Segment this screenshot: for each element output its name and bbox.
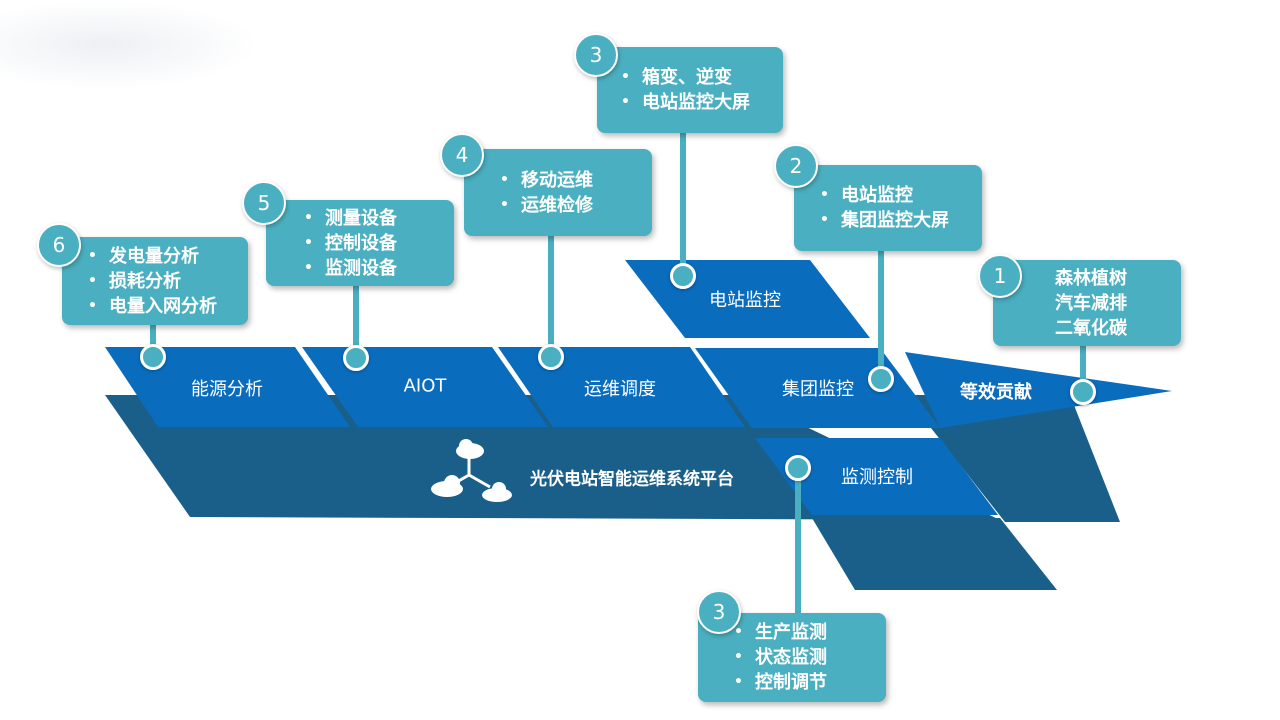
callout-4-item-1: 移动运维 xyxy=(520,169,593,191)
callout-1: 森林植树 汽车减排 二氧化碳 xyxy=(993,260,1181,346)
callout-6-item-2: 损耗分析 xyxy=(108,270,181,292)
callout-6-item-1: 发电量分析 xyxy=(108,245,199,267)
callout-3-bottom-item-2: 状态监测 xyxy=(754,647,827,668)
callout-2-item-1: 电站监控 xyxy=(840,185,913,206)
callout-3-bottom: •生产监测 •状态监测 •控制调节 xyxy=(698,613,886,702)
stage-label-monitor-control: 监测控制 xyxy=(841,467,913,488)
callout-1-item-2: 汽车减排 xyxy=(1055,292,1127,314)
stage-shape-energy-analysis xyxy=(105,347,350,427)
connector-node-2 xyxy=(868,366,894,392)
callout-5-number: 5 xyxy=(242,181,286,225)
callout-3-top: •箱变、逆变 •电站监控大屏 xyxy=(597,47,783,133)
callout-3-bottom-item-1: 生产监测 xyxy=(754,622,827,643)
stem-3-bottom xyxy=(795,466,801,616)
callout-2: •电站监控 •集团监控大屏 xyxy=(794,165,982,251)
stage-label-group-monitor: 集团监控 xyxy=(782,379,854,400)
callout-2-number: 2 xyxy=(774,144,818,188)
callout-4: •移动运维 •运维检修 xyxy=(464,149,652,236)
corner-glow xyxy=(0,0,260,90)
callout-6-item-3: 电量入网分析 xyxy=(108,295,217,317)
connector-node-1 xyxy=(1070,379,1096,405)
stem-5 xyxy=(353,283,359,353)
stage-shape-monitor-control xyxy=(755,438,998,515)
stage-label-energy-analysis: 能源分析 xyxy=(191,379,263,400)
arrow-shadow xyxy=(905,395,1120,522)
connector-node-6 xyxy=(140,344,166,370)
callout-3-bottom-number: 3 xyxy=(697,590,741,634)
callout-5: •测量设备 •控制设备 •监测设备 xyxy=(266,200,454,286)
stem-4 xyxy=(548,234,554,352)
stage-label-aiot: AIOT xyxy=(403,375,447,397)
connector-node-3-top xyxy=(670,263,696,289)
cloud-network-icon xyxy=(431,439,512,502)
stem-3-top xyxy=(680,132,686,274)
callout-5-item-3: 监测设备 xyxy=(324,257,397,279)
callout-4-item-2: 运维检修 xyxy=(520,194,593,216)
connector-node-4 xyxy=(538,344,564,370)
stem-1 xyxy=(1080,343,1086,391)
stem-6 xyxy=(150,322,156,352)
callout-6-number: 6 xyxy=(37,223,81,267)
callout-1-item-1: 森林植树 xyxy=(1055,267,1127,289)
callout-3-top-item-2: 电站监控大屏 xyxy=(641,92,750,113)
callout-3-top-number: 3 xyxy=(574,33,618,77)
callout-3-bottom-item-3: 控制调节 xyxy=(754,672,827,693)
callout-3-top-item-1: 箱变、逆变 xyxy=(641,67,732,88)
callout-4-number: 4 xyxy=(440,133,484,177)
callout-1-item-3: 二氧化碳 xyxy=(1055,317,1127,339)
connector-node-5 xyxy=(343,345,369,371)
connector-node-3-bottom xyxy=(785,455,811,481)
stage-shape-equivalent-contribution xyxy=(905,352,1172,428)
stem-2 xyxy=(878,248,884,378)
callout-5-item-2: 控制设备 xyxy=(324,232,397,254)
platform-tail xyxy=(812,518,1057,590)
stage-label-station-monitor: 电站监控 xyxy=(709,290,781,311)
stage-shape-om-dispatch xyxy=(498,347,745,427)
stage-label-equivalent-contribution: 等效贡献 xyxy=(960,382,1032,403)
callout-6: •发电量分析 •损耗分析 •电量入网分析 xyxy=(62,237,248,325)
callout-1-number: 1 xyxy=(978,254,1022,298)
callout-2-item-2: 集团监控大屏 xyxy=(840,210,949,231)
callout-5-item-1: 测量设备 xyxy=(324,207,397,229)
platform-title: 光伏电站智能运维系统平台 xyxy=(530,469,734,490)
stage-label-om-dispatch: 运维调度 xyxy=(584,379,656,400)
